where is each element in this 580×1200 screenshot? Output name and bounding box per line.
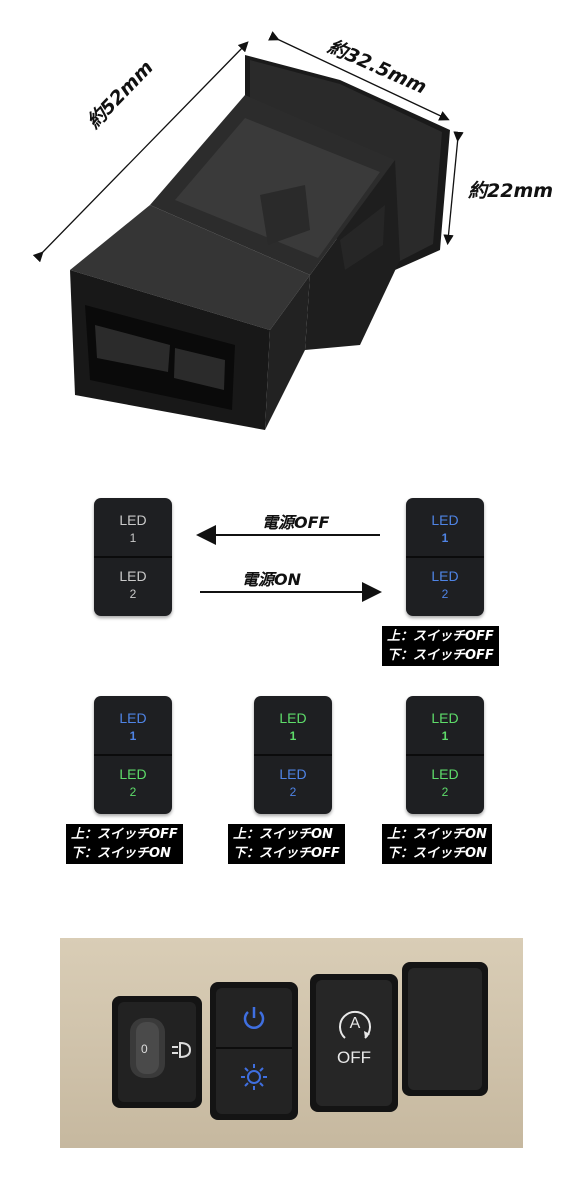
auto-stop-off-label: OFF <box>337 1048 371 1067</box>
light-icon <box>239 1062 269 1096</box>
dash-panel-photo: 0 A OFF <box>60 938 523 1148</box>
dimension-lines <box>32 31 464 263</box>
switch-top-on-bottom-off: LED 1 LED 2 <box>254 696 332 814</box>
power-off-label: 電源OFF <box>262 513 330 532</box>
upper-led: LED 1 <box>119 512 147 545</box>
power-on-label: 電源ON <box>242 570 301 589</box>
switch-all-off: LED 1 LED 2 <box>94 498 172 616</box>
height-dimension-label: 約22mm <box>468 180 554 202</box>
caption-state-0: 上：スイッチOFF 下：スイッチOFF <box>382 626 499 666</box>
product-photo: 約52mm 約32.5mm 約22mm <box>0 0 580 450</box>
caption-state-2: 上：スイッチON 下：スイッチOFF <box>228 824 345 864</box>
power-icon <box>241 1004 267 1036</box>
caption-state-1: 上：スイッチOFF 下：スイッチON <box>66 824 183 864</box>
lower-led: LED 2 <box>119 568 147 601</box>
switch-top-off-bottom-on: LED 1 LED 2 <box>94 696 172 814</box>
caption-state-3: 上：スイッチON 下：スイッチON <box>382 824 492 864</box>
dash-panel-illustration <box>112 962 488 1120</box>
headlight-level-icon <box>170 1040 194 1064</box>
auto-letter: A <box>349 1015 361 1032</box>
power-arrows <box>196 525 382 602</box>
dial-zero-mark: 0 <box>141 1042 148 1056</box>
switch-both-off-lit: LED 1 LED 2 <box>406 498 484 616</box>
auto-stop-icon: A <box>335 1006 375 1046</box>
switch-both-on: LED 1 LED 2 <box>406 696 484 814</box>
